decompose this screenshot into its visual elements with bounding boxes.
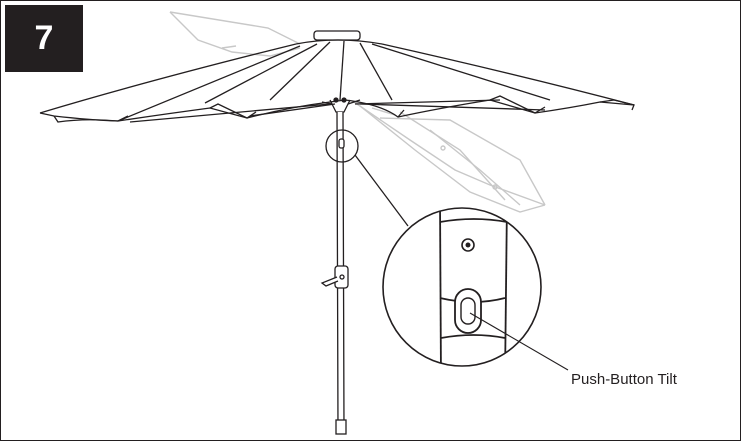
magnified-detail xyxy=(382,207,542,367)
tilted-canopy-ghost xyxy=(169,11,546,213)
step-number-badge: 7 xyxy=(5,5,83,72)
tilt-button-marker xyxy=(325,129,359,163)
umbrella-canopy xyxy=(39,30,635,123)
push-button-tilt-label: Push-Button Tilt xyxy=(571,371,678,388)
magnifier-leader-line xyxy=(354,154,409,227)
callout-leader-line xyxy=(469,312,569,371)
push-button-icon xyxy=(454,288,482,334)
crank-handle xyxy=(320,265,349,289)
